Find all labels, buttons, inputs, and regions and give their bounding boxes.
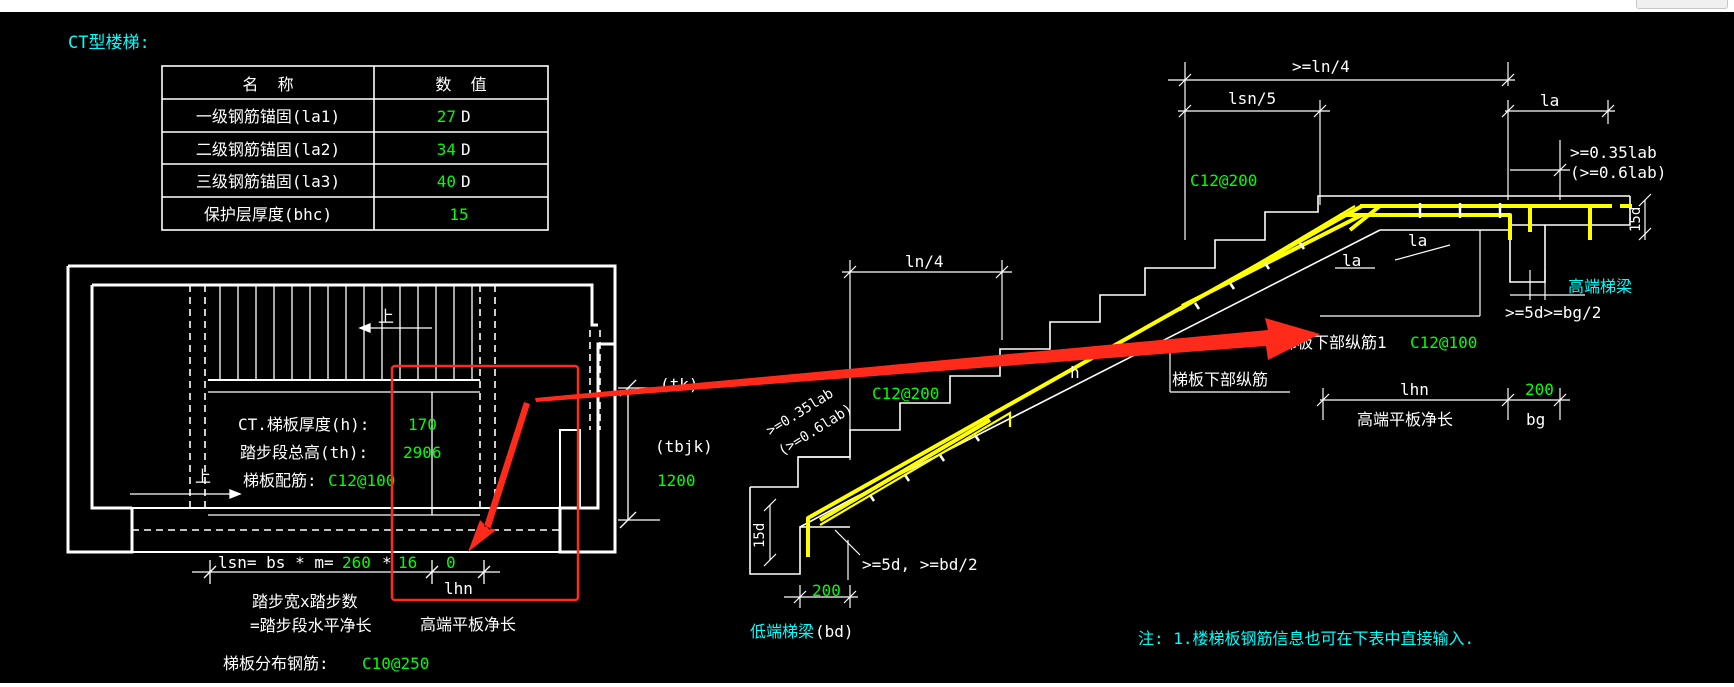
- bd-value[interactable]: 200: [812, 581, 841, 600]
- height-label: 踏步段总高(th):: [240, 443, 368, 462]
- rebar-value[interactable]: C12@100: [328, 471, 395, 490]
- lsn-label: lsn= bs * m=: [218, 553, 334, 572]
- table-header-value: 数 值: [435, 75, 486, 94]
- dim-lsn5: lsn/5: [1228, 89, 1276, 108]
- plan-side-dims: [618, 379, 660, 529]
- drawing-svg: CT型楼梯: 名 称 数 值 一级钢筋锚固(la1) 27 D 二级钢筋锚固(l…: [66, 33, 1666, 673]
- window-button[interactable]: [1636, 0, 1728, 9]
- lsn-dim: [192, 560, 500, 584]
- dim-035lab-right: >=0.35lab: [1570, 143, 1657, 162]
- top-strip: [0, 0, 1734, 12]
- high-slab-label: 高端平板净长: [1357, 410, 1453, 429]
- la-mid-label: la: [1342, 251, 1361, 270]
- plan-up-label: 上: [195, 467, 211, 486]
- highlight-box: [390, 364, 580, 602]
- plan-up-label: 上: [378, 307, 394, 326]
- section-dims: [763, 62, 1652, 608]
- table-row-label: 二级钢筋锚固(la2): [196, 140, 340, 159]
- param-table: [161, 65, 549, 231]
- table-row-label: 保护层厚度(bhc): [204, 205, 332, 224]
- table-row-label: 三级钢筋锚固(la3): [196, 172, 340, 191]
- table-row-value[interactable]: 15: [449, 205, 468, 224]
- bs-value[interactable]: 260: [342, 553, 371, 572]
- bg-label: bg: [1526, 410, 1545, 429]
- lhn-label: lhn: [444, 579, 473, 598]
- tbjk-label: (tbjk): [655, 437, 713, 456]
- table-header-name: 名 称: [242, 75, 293, 94]
- h-label: h: [1070, 363, 1080, 382]
- dim-ln4-top: >=ln/4: [1292, 57, 1350, 76]
- bd-rule-label: >=5d, >=bd/2: [862, 555, 978, 574]
- thickness-label: CT.梯板厚度(h):: [238, 415, 369, 434]
- high-beam-label: 高端梯梁: [1568, 277, 1632, 296]
- plan-view: [66, 264, 617, 554]
- rebar-ticks: [868, 203, 1502, 502]
- table-row-value[interactable]: 40: [437, 172, 456, 191]
- plan-steps: [208, 285, 480, 516]
- tbjk-value[interactable]: 1200: [657, 471, 696, 490]
- up-arrow-icon: [130, 323, 432, 499]
- table-row-unit: D: [461, 140, 471, 159]
- dim-06lab-right: (>=0.6lab): [1570, 163, 1666, 182]
- la-mid-label: la: [1408, 231, 1427, 250]
- bg-value[interactable]: 200: [1525, 380, 1554, 399]
- note-horizontal-length: =踏步段水平净长: [250, 616, 372, 635]
- dim-ln4: ln/4: [905, 252, 944, 271]
- c12-low-label[interactable]: C12@200: [872, 384, 939, 403]
- times-sign: *: [382, 553, 392, 572]
- bottom-rebar-1-value[interactable]: C12@100: [1410, 333, 1477, 352]
- page-title: CT型楼梯:: [68, 33, 150, 53]
- height-value[interactable]: 2906: [403, 443, 442, 462]
- table-row-label: 一级钢筋锚固(la1): [196, 107, 340, 126]
- rebar-lines: [806, 204, 1640, 557]
- dist-value[interactable]: C10@250: [362, 654, 429, 673]
- lhn-value[interactable]: 0: [446, 553, 456, 572]
- note-step-width: 踏步宽x踏步数: [252, 592, 358, 611]
- annotation-arrows: [468, 318, 1320, 552]
- cad-drawing: CT型楼梯: 名 称 数 值 一级钢筋锚固(la1) 27 D 二级钢筋锚固(l…: [0, 12, 1734, 683]
- bd-label: (bd): [815, 622, 854, 641]
- lhn-section-label: lhn: [1400, 380, 1429, 399]
- table-row-value[interactable]: 27: [437, 107, 456, 126]
- note-high-slab: 高端平板净长: [420, 615, 516, 634]
- rebar-upper: [819, 205, 1356, 526]
- plan-dashed-lines: [132, 285, 601, 531]
- bg-rule-label: >=5d>=bg/2: [1505, 303, 1601, 322]
- c12-top-label[interactable]: C12@200: [1190, 171, 1257, 190]
- rebar-label: 梯板配筋:: [243, 471, 317, 490]
- d15-left-label: 15d: [752, 523, 768, 548]
- table-row-unit: D: [461, 107, 471, 126]
- table-row-value[interactable]: 34: [437, 140, 456, 159]
- dim-la-top: la: [1540, 91, 1559, 110]
- bottom-rebar-label: 梯板下部纵筋: [1172, 370, 1268, 389]
- thickness-value[interactable]: 170: [408, 415, 437, 434]
- m-value[interactable]: 16: [398, 553, 417, 572]
- table-row-unit: D: [461, 172, 471, 191]
- d15-right-label: 15d: [1628, 207, 1644, 232]
- dist-label: 梯板分布钢筋:: [223, 654, 329, 673]
- low-beam-label: 低端梯梁: [750, 622, 814, 641]
- footnote: 注: 1.楼梯板钢筋信息也可在下表中直接输入.: [1138, 629, 1474, 648]
